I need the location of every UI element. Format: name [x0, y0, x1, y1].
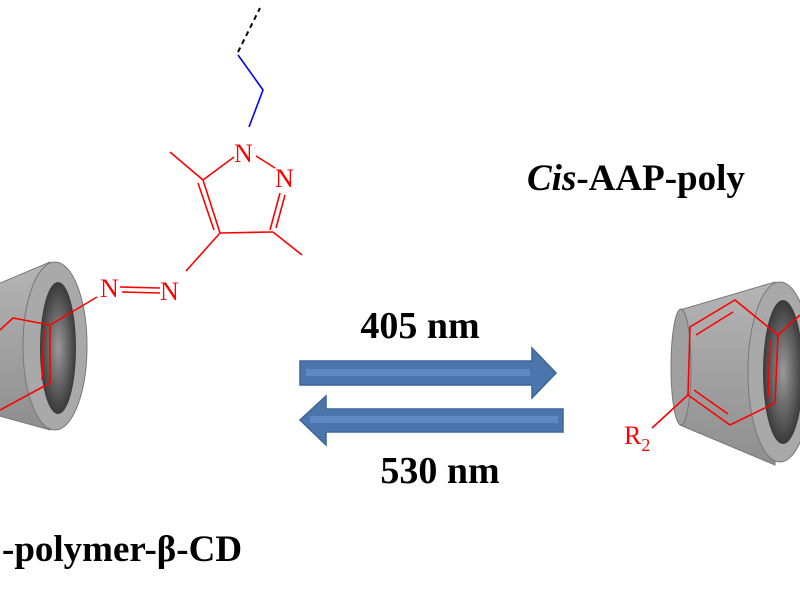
reverse-wavelength-label: 530 nm — [380, 450, 499, 492]
right-compound-title: Cis-AAP-poly — [527, 158, 745, 199]
left-benzene-ring — [0, 296, 98, 411]
azo-group: N N — [100, 232, 221, 306]
reverse-arrow — [298, 394, 564, 447]
r2-group-label: R2 — [624, 421, 650, 455]
forward-wavelength-label: 405 nm — [360, 305, 479, 347]
linker-chain — [237, 54, 264, 128]
pyrazole-n1: N — [234, 139, 253, 168]
pyrazole-n2: N — [275, 164, 294, 193]
azo-n2: N — [160, 277, 179, 306]
right-benzene-ring — [651, 299, 800, 429]
left-compound-caption: -polymer-β-CD — [2, 529, 242, 570]
forward-arrow — [299, 346, 558, 400]
right-cyclodextrin — [670, 281, 800, 466]
pyrazole-ring: N N — [169, 139, 303, 256]
polymer-backbone-dashed — [237, 7, 261, 53]
azo-n1: N — [100, 274, 119, 303]
